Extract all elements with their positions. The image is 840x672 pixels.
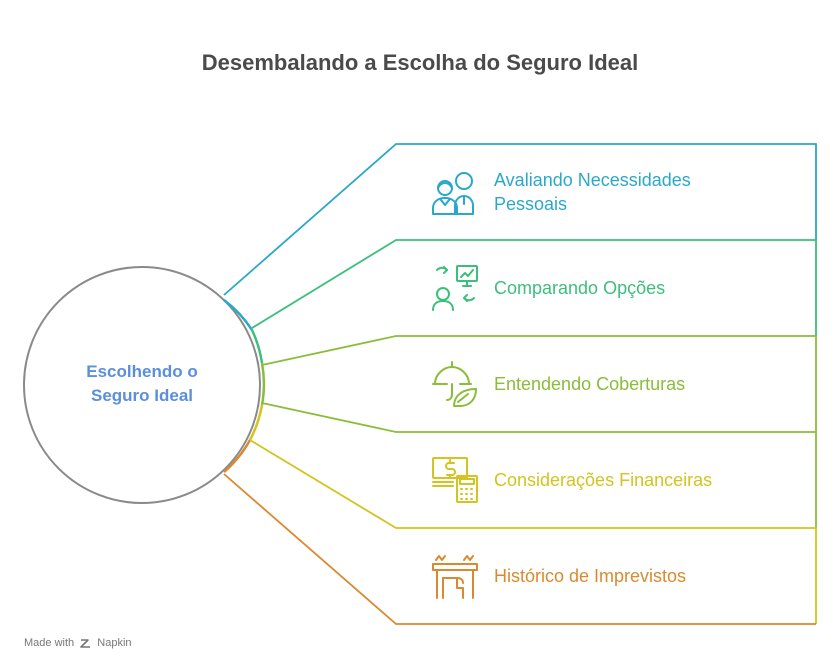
arc-segment-1 (223, 299, 254, 331)
center-label-line2: Seguro Ideal (90, 386, 194, 405)
center-circle (23, 266, 261, 504)
item-label-5-line1: Histórico de Imprevistos (494, 566, 687, 586)
item-label-1-line1: Avaliando Necessidades (494, 170, 691, 190)
footer-brand: Napkin (97, 637, 132, 649)
item-label-2-line1: Comparando Opções (494, 278, 666, 298)
item-label-3: Entendendo Coberturas (494, 372, 794, 396)
footer-made-with: Made with (24, 637, 75, 649)
arc-segment-4 (248, 404, 264, 441)
item-label-4: Considerações Financeiras (494, 468, 794, 492)
item-label-3-line1: Entendendo Coberturas (494, 374, 686, 394)
people-icon (432, 172, 474, 215)
branch-line-3 (261, 335, 817, 432)
napkin-logo-icon (80, 639, 91, 648)
branch-line-6 (223, 473, 816, 625)
money-calculator-icon (432, 457, 478, 503)
footer-credit: Made with Napkin (24, 637, 132, 649)
coverage-leaf-icon (432, 361, 477, 407)
center-label: Escolhendo o Seguro Ideal (52, 360, 232, 408)
branch-line-4 (261, 402, 817, 528)
branch-line-5 (249, 439, 817, 624)
page-title: Desembalando a Escolha do Seguro Ideal (201, 50, 639, 75)
arc-segment-3 (260, 362, 266, 406)
item-label-1: Avaliando Necessidades Pessoais (494, 168, 794, 216)
arc-segment-2 (250, 329, 264, 364)
compare-options-icon (432, 265, 478, 311)
item-label-1-line2: Pessoais (494, 194, 568, 214)
incident-history-icon (432, 555, 478, 599)
item-label-4-line1: Considerações Financeiras (494, 470, 713, 490)
item-label-2: Comparando Opções (494, 276, 794, 300)
branch-line-2 (251, 239, 817, 336)
item-label-5: Histórico de Imprevistos (494, 564, 794, 588)
center-label-line1: Escolhendo o (86, 362, 198, 381)
arc-segment-5 (223, 439, 252, 473)
branch-line-1 (223, 143, 817, 296)
